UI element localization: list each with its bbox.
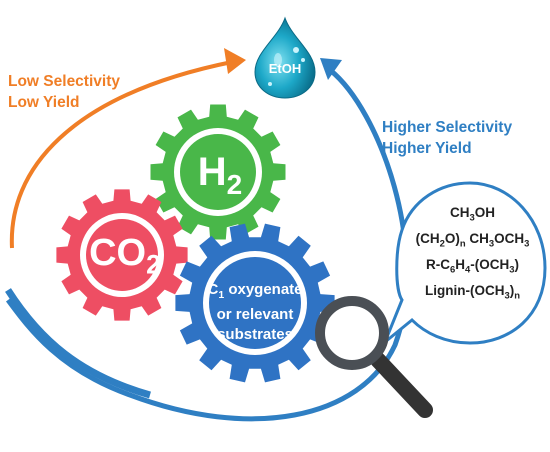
c1-base: C [207,281,219,298]
b2f: 3 [488,238,495,250]
b4c: ) [509,283,515,298]
b2g: OCH [494,231,525,246]
b1b: 3 [469,212,475,224]
b2b: 2 [439,238,445,250]
b2h: 3 [524,238,530,250]
h2-sub: 2 [226,169,243,200]
bubble-line-1: CH3OH [400,205,545,224]
co2-label: CO2 [70,232,180,286]
high-path-arrowhead [320,58,342,80]
co2-gear [56,189,188,321]
co2-base: CO [89,232,147,274]
b3g: ) [514,257,520,272]
h2-gear-center [180,134,256,210]
c1-line3: substrates [217,326,293,343]
low-selectivity-label: Low Selectivity [8,73,120,90]
low-yield-label: Low Yield [8,94,80,111]
bubble-line-4: Lignin-(OCH3)n [400,283,545,302]
c1-label: C1 oxygenate or relevant substrates [200,280,310,345]
h2-gear [150,104,286,240]
b1a: CH [450,205,470,220]
higher-yield-label: Higher Yield [382,140,472,157]
higher-selectivity-label: Higher Selectivity [382,119,513,136]
low-path-arrowhead [224,48,246,74]
b2d: n [459,238,466,250]
high-path-left-tail [5,288,151,399]
b3a: R-C [426,257,450,272]
b2a: (CH [415,231,440,246]
b3f: 3 [509,264,515,276]
high-path-arrow [5,68,410,422]
c1-line2: or relevant [216,306,294,323]
substrate-bubble [383,181,547,345]
h2-base: H [197,150,227,194]
bubble-line-2: (CH2O)n CH3OCH3 [400,231,545,250]
b3c: H [455,257,465,272]
b4d: n [514,290,520,302]
c1-sub: 1 [218,289,225,301]
product-label: EtOH [268,61,302,76]
c1-gear-center [209,257,301,349]
bubble-line-3: R-C6H4-(OCH3) [400,257,545,276]
water-drop-icon [254,16,316,99]
bubble-text: CH3OH (CH2O)n CH3OCH3 R-C6H4-(OCH3) Lign… [400,205,545,325]
magnifying-glass-icon [315,296,433,418]
b3e: -(OCH [470,257,510,272]
h2-label: H2 [170,150,270,207]
c1-rest: oxygenate [224,281,303,298]
b4a: Lignin-(OCH [425,283,505,298]
c1-gear [175,223,335,383]
b2e: CH [465,231,489,246]
co2-sub: 2 [146,249,161,280]
b2c: O) [444,231,460,246]
b1c: OH [474,205,495,220]
co2-gear-center [86,219,158,291]
b3b: 6 [450,264,456,276]
b4b: 3 [504,290,510,302]
b3d: 4 [465,264,471,276]
low-path-arrow [9,60,233,249]
